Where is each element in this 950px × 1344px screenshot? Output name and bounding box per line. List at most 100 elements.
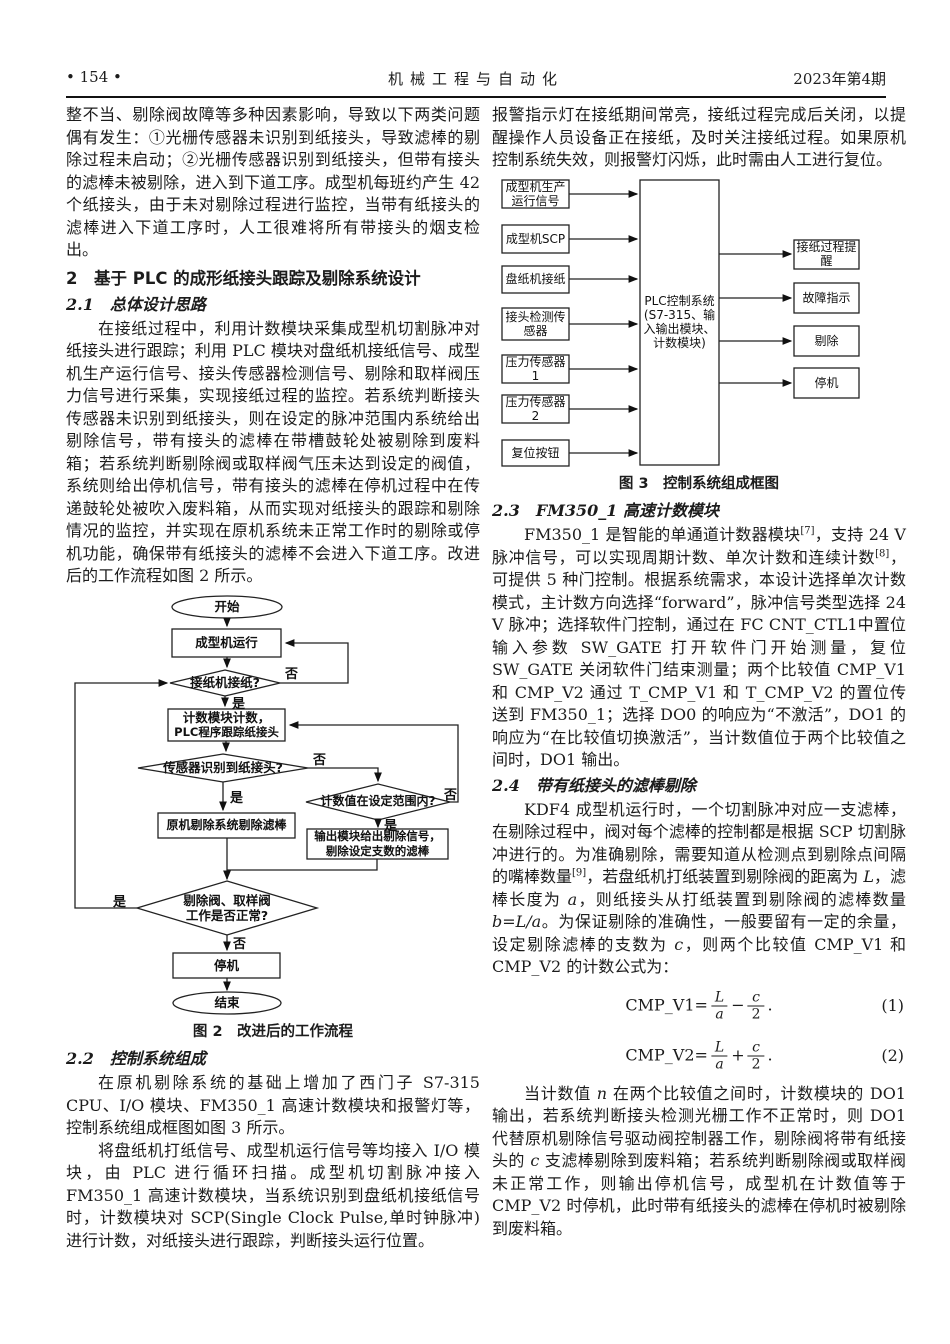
text-run: 。为保证剔除的准确性，一般要留有一定的余量，设定剔除滤棒的支数为 xyxy=(492,912,906,954)
flow-node-count-line1: 计数模块计数， xyxy=(182,709,271,725)
math-var: n xyxy=(596,1083,608,1103)
fraction-numerator: c xyxy=(752,1039,760,1055)
math-var: a xyxy=(567,889,578,909)
diagram-input-forming-run-signal: 成型机生产运行信号 xyxy=(502,180,569,208)
text-run: ，则两个比较值 CMP_V1 和 CMP_V2 的计数公式为： xyxy=(492,934,906,977)
diagram-input-bobbin-splice: 盘纸机接纸 xyxy=(502,266,569,293)
journal-title: 机械工程与自动化 xyxy=(387,70,565,88)
flow-branch-no: 否 xyxy=(233,936,247,952)
flow-branch-no: 否 xyxy=(444,787,458,803)
flow-node-valve-question-line2: 工作是否正常? xyxy=(185,907,269,923)
text-run: 在两个比较值之间时，计数模块的 DO1 输出，若系统判断接头检测光栅工作不正常时… xyxy=(492,1083,906,1171)
fraction-denominator: a xyxy=(711,1005,728,1022)
equation-2-number: (2) xyxy=(881,1045,904,1065)
fraction-numerator: L xyxy=(714,989,725,1005)
paragraph: 整不当、剔除阀故障等多种因素影响，导致以下两类问题偶有发生：①光栅传感器未识别到… xyxy=(66,105,480,259)
diagram-output-stop: 停机 xyxy=(794,368,859,398)
equation-1-number: (1) xyxy=(881,995,904,1015)
equation-period: . xyxy=(767,995,773,1015)
flow-node-end-label: 结束 xyxy=(214,995,240,1010)
section-heading-2: 2 基于 PLC 的成形纸接头跟踪及剔除系统设计 xyxy=(66,268,421,288)
page-header: • 154 • 机械工程与自动化 2023年第4期 xyxy=(66,68,886,92)
flow-node-output-reject-line2: 剔除设定支数的滤棒 xyxy=(325,843,430,858)
flow-node-stop-label: 停机 xyxy=(213,957,239,973)
figure-3-caption: 图 3 控制系统组成框图 xyxy=(618,475,780,492)
equation-lhs: CMP_V2= xyxy=(625,1045,708,1065)
text-run: ，支持 24 V 脉冲信号，可以实现周期计数、单次计数和连续计数 xyxy=(492,525,906,567)
diagram-input-label: 压力传感器1 xyxy=(505,354,566,383)
diagram-plc-control-system: PLC控制系统(S7-315、输入输出模块、计数模块) xyxy=(640,180,719,465)
flow-node-stop: 停机 xyxy=(173,953,280,978)
diagram-input-label: 接头检测传感器 xyxy=(505,309,566,338)
figure-2: 开始 成型机运行 接纸机接纸? 计数模块计数， PLC程序跟踪纸接头 传感器识别… xyxy=(66,594,480,1044)
math-var: c xyxy=(674,934,684,954)
citation-8: [8] xyxy=(875,548,890,560)
paragraph: 将盘纸机打纸信号、成型机运行信号等均接入 I/O 模块，由 PLC 进行循环扫描… xyxy=(66,1140,480,1250)
figure-3: 成型机生产运行信号 成型机SCP 盘纸机接纸 接头检测传感器 压力传感器1 压力… xyxy=(492,178,906,496)
flow-node-valve-question-line1: 剔除阀、取样阀 xyxy=(183,892,271,908)
paragraph: 在原机剔除系统的基础上增加了西门子 S7-315 CPU、I/O 模块、FM35… xyxy=(66,1073,480,1137)
fraction-numerator: c xyxy=(752,989,760,1005)
equation-operator: + xyxy=(731,1045,745,1065)
equation-operator: − xyxy=(731,995,745,1015)
citation-7: [7] xyxy=(800,525,815,537)
flowchart-connectors xyxy=(74,594,459,1015)
text-run: KDF4 成型机运行时，一个切割脉冲对应一支滤棒，在剔除过程中，阀对每个滤棒的控… xyxy=(492,799,906,887)
flow-node-run: 成型机运行 xyxy=(172,629,281,657)
text-run: 当计数值 xyxy=(524,1083,597,1103)
paragraph: 报警指示灯在接纸期间常亮，接纸过程完成后关闭，以提醒操作人员设备正在接纸，及时关… xyxy=(492,105,906,169)
diagram-input-label: 成型机生产运行信号 xyxy=(505,179,566,208)
math-expression: b=L/a xyxy=(492,912,542,931)
diagram-plc-label: PLC控制系统(S7-315、输入输出模块、计数模块) xyxy=(643,294,716,350)
equation-period: . xyxy=(767,1045,773,1065)
flow-branch-yes: 是 xyxy=(113,894,127,910)
subsection-heading-2-3: 2.3 FM350_1 高速计数模块 xyxy=(492,501,720,520)
citation-9: [9] xyxy=(572,867,587,879)
math-var: c xyxy=(530,1151,540,1170)
diagram-output-label: 接纸过程提醒 xyxy=(796,240,857,268)
paragraph: 在接纸过程中，利用计数模块采集成型机切割脉冲对纸接头进行跟踪；利用 PLC 模块… xyxy=(66,318,480,586)
flow-branch-yes: 是 xyxy=(232,696,246,712)
subsection-heading-2-2: 2.2 控制系统组成 xyxy=(66,1049,206,1068)
figure-2-caption: 图 2 改进后的工作流程 xyxy=(192,1023,354,1040)
fraction-numerator: L xyxy=(714,1039,725,1055)
equation-lhs: CMP_V1= xyxy=(625,995,708,1015)
diagram-output-label: 剔除 xyxy=(814,333,839,348)
flow-node-splice-question: 接纸机接纸? xyxy=(170,670,280,696)
diagram-output-label: 停机 xyxy=(814,375,839,390)
flow-branch-yes: 是 xyxy=(230,790,244,806)
flow-node-sensor-question-label: 传感器识别到纸接头? xyxy=(163,760,283,775)
flow-node-end: 结束 xyxy=(173,992,281,1014)
subsection-heading-2-4: 2.4 带有纸接头的滤棒剔除 xyxy=(492,775,696,795)
flow-node-splice-question-label: 接纸机接纸? xyxy=(190,675,260,690)
block-diagram: 成型机生产运行信号 成型机SCP 盘纸机接纸 接头检测传感器 压力传感器1 压力… xyxy=(492,178,892,470)
diagram-input-pressure-sensor-2: 压力传感器2 xyxy=(502,395,569,423)
text-run: ，滤棒长度为 xyxy=(492,867,906,909)
diagram-input-label: 盘纸机接纸 xyxy=(505,272,566,286)
flowchart: 开始 成型机运行 接纸机接纸? 计数模块计数， PLC程序跟踪纸接头 传感器识别… xyxy=(66,594,480,1018)
diagram-input-splice-sensor: 接头检测传感器 xyxy=(502,308,569,340)
flow-node-range-question-label: 计数值在设定范围内? xyxy=(320,794,436,808)
diagram-input-forming-scp: 成型机SCP xyxy=(502,225,569,253)
issue-label: 2023年第4期 xyxy=(793,70,886,88)
flow-node-orig-reject: 原机剔除系统剔除滤棒 xyxy=(158,813,295,838)
diagram-output-fault-indication: 故障指示 xyxy=(794,283,859,313)
fraction-denominator: a xyxy=(711,1055,728,1072)
right-column: 报警指示灯在接纸期间常亮，接纸过程完成后关闭，以提醒操作人员设备正在接纸，及时关… xyxy=(492,104,906,1240)
flow-branch-yes: 是 xyxy=(384,818,398,834)
flow-node-run-label: 成型机运行 xyxy=(195,635,258,650)
diagram-input-label: 压力传感器2 xyxy=(505,394,566,423)
flow-branch-no: 否 xyxy=(285,666,299,682)
text-run: 支滤棒剔除到废料箱；若系统判断剔除阀或取样阀未正常工作，则输出停机信号，成型机在… xyxy=(492,1151,906,1238)
flow-node-output-reject: 输出模块给出剔除信号， 剔除设定支数的滤棒 xyxy=(307,829,448,859)
flow-node-sensor-question: 传感器识别到纸接头? xyxy=(138,754,308,782)
flow-node-orig-reject-label: 原机剔除系统剔除滤棒 xyxy=(166,817,287,832)
diagram-input-label: 复位按钮 xyxy=(511,445,560,460)
